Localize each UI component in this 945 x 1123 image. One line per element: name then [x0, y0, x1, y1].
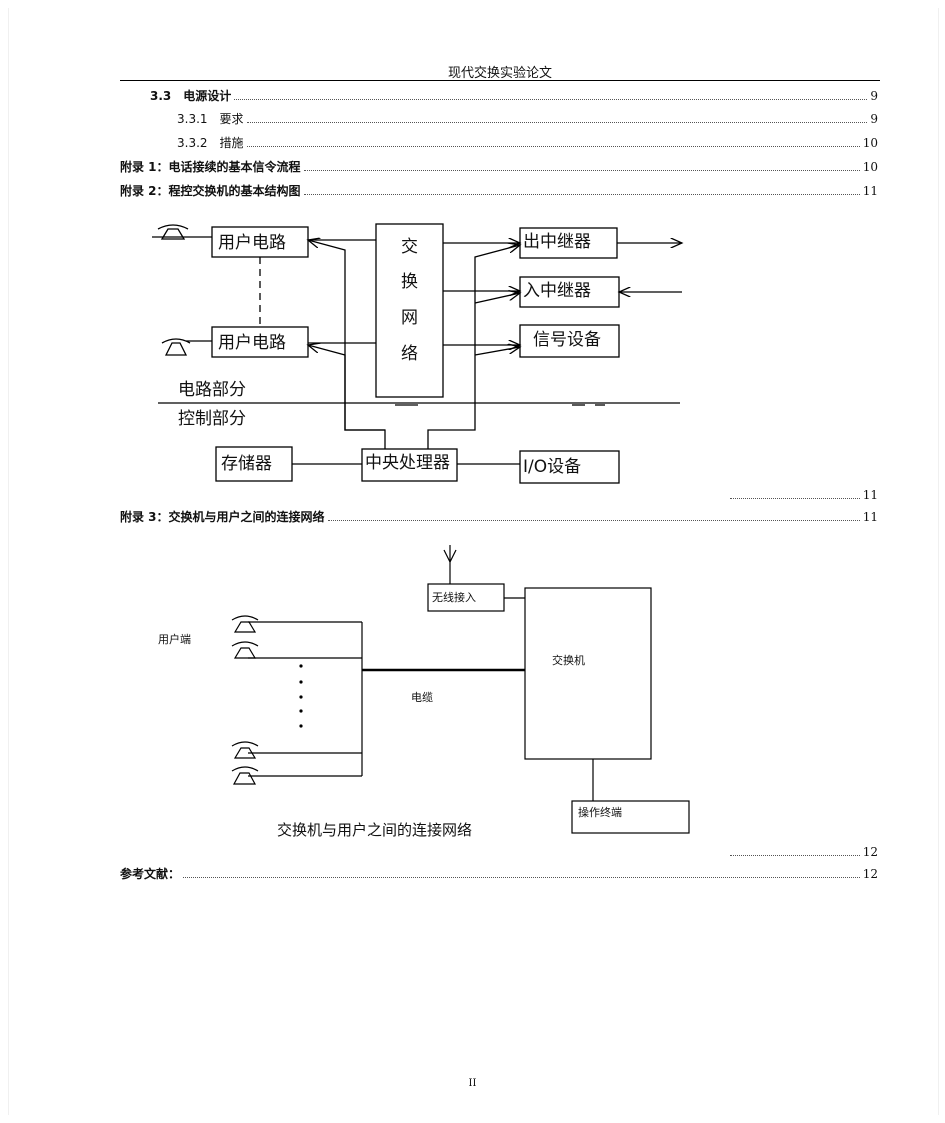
page-frame — [8, 8, 939, 1115]
circuit-part-label: 电路部分 — [178, 380, 246, 400]
toc-entry-references[interactable]: 参考文献： 12 — [120, 865, 878, 883]
running-header: 现代交换实验论文 — [447, 66, 552, 81]
wireless-access-label: 无线接入 — [432, 590, 476, 604]
in-trunk-label: 入中继器 — [523, 281, 591, 301]
toc-entry-label: 附录 1：电话接续的基本信令流程 — [120, 160, 301, 174]
user-circuit-label: 用户电路 — [218, 333, 286, 353]
diagram-caption: 交换机与用户之间的连接网络 — [277, 821, 472, 839]
toc-leader-dots — [303, 193, 860, 195]
telephone-icon — [231, 766, 259, 785]
cable-label: 电缆 — [411, 691, 433, 704]
switch-net-char: 交 — [401, 237, 418, 257]
switch-net-char: 络 — [401, 344, 418, 364]
page-number-footer: II — [468, 1078, 477, 1089]
telephone-icon — [152, 224, 212, 240]
io-device-box — [519, 450, 620, 484]
orphan-page-ref: 11 — [729, 488, 878, 504]
orphan-page-ref: 12 — [729, 845, 878, 861]
telephone-icon — [231, 641, 259, 659]
operator-terminal-box — [571, 800, 690, 834]
toc-leader-dots — [246, 145, 860, 147]
toc-page-number: 11 — [862, 510, 878, 524]
connection-network-diagram: 无线接入 用户端 交换机 电缆 操作终端 交换机与用户之间的连接网络 — [158, 545, 690, 839]
toc-leader-dots — [183, 876, 860, 878]
switch-net-char: 换 — [401, 272, 418, 292]
io-device-label: I/O设备 — [523, 457, 581, 477]
antenna-icon — [443, 545, 457, 584]
user-circuit-box — [211, 326, 309, 358]
pbx-structure-diagram: 用户电路 用户电路 交 换 网 络 出中继器 入中继器 信号设备 电路部分 控制… — [152, 223, 695, 484]
operator-terminal-label: 操作终端 — [578, 805, 622, 819]
signal-device-label: 信号设备 — [533, 330, 601, 350]
toc-page-number: 10 — [862, 160, 878, 174]
toc-page-number: 10 — [862, 136, 878, 150]
toc-entry-appendix-3[interactable]: 附录 3：交换机与用户之间的连接网络 11 — [120, 508, 878, 526]
toc-leader-dots — [729, 497, 860, 499]
memory-label: 存储器 — [221, 454, 272, 474]
toc-leader-dots — [729, 854, 860, 856]
toc-leader-dots — [327, 519, 860, 521]
telephone-icon — [231, 741, 259, 759]
toc-page-number: 12 — [862, 867, 878, 881]
toc-entry-label: 附录 3：交换机与用户之间的连接网络 — [120, 510, 325, 524]
toc-entry-appendix-2[interactable]: 附录 2：程控交换机的基本结构图 11 — [120, 182, 878, 200]
user-end-label: 用户端 — [158, 632, 191, 646]
exchange-label: 交换机 — [552, 653, 585, 667]
switch-net-char: 网 — [401, 308, 418, 328]
toc-leader-dots — [234, 98, 868, 100]
ellipsis-dots — [299, 664, 303, 728]
switching-network-box — [375, 223, 444, 398]
cpu-label: 中央处理器 — [365, 453, 450, 473]
toc-leader-dots — [303, 169, 860, 171]
toc-entry-label: 附录 2：程控交换机的基本结构图 — [120, 184, 301, 198]
telephone-icon — [161, 338, 212, 356]
exchange-box — [524, 587, 652, 760]
cpu-box — [361, 448, 458, 482]
toc-page-number: 11 — [862, 184, 878, 198]
toc-page-number: 9 — [870, 112, 878, 126]
toc-leader-dots — [246, 121, 868, 123]
telephone-icon — [231, 615, 259, 633]
toc-entry-appendix-1[interactable]: 附录 1：电话接续的基本信令流程 10 — [120, 158, 878, 176]
toc-page-number: 9 — [870, 89, 878, 103]
toc-entry-label: 参考文献： — [120, 867, 181, 881]
out-trunk-label: 出中继器 — [523, 232, 591, 252]
header-rule — [120, 80, 880, 81]
control-part-label: 控制部分 — [178, 409, 246, 429]
user-circuit-label: 用户电路 — [218, 233, 286, 253]
